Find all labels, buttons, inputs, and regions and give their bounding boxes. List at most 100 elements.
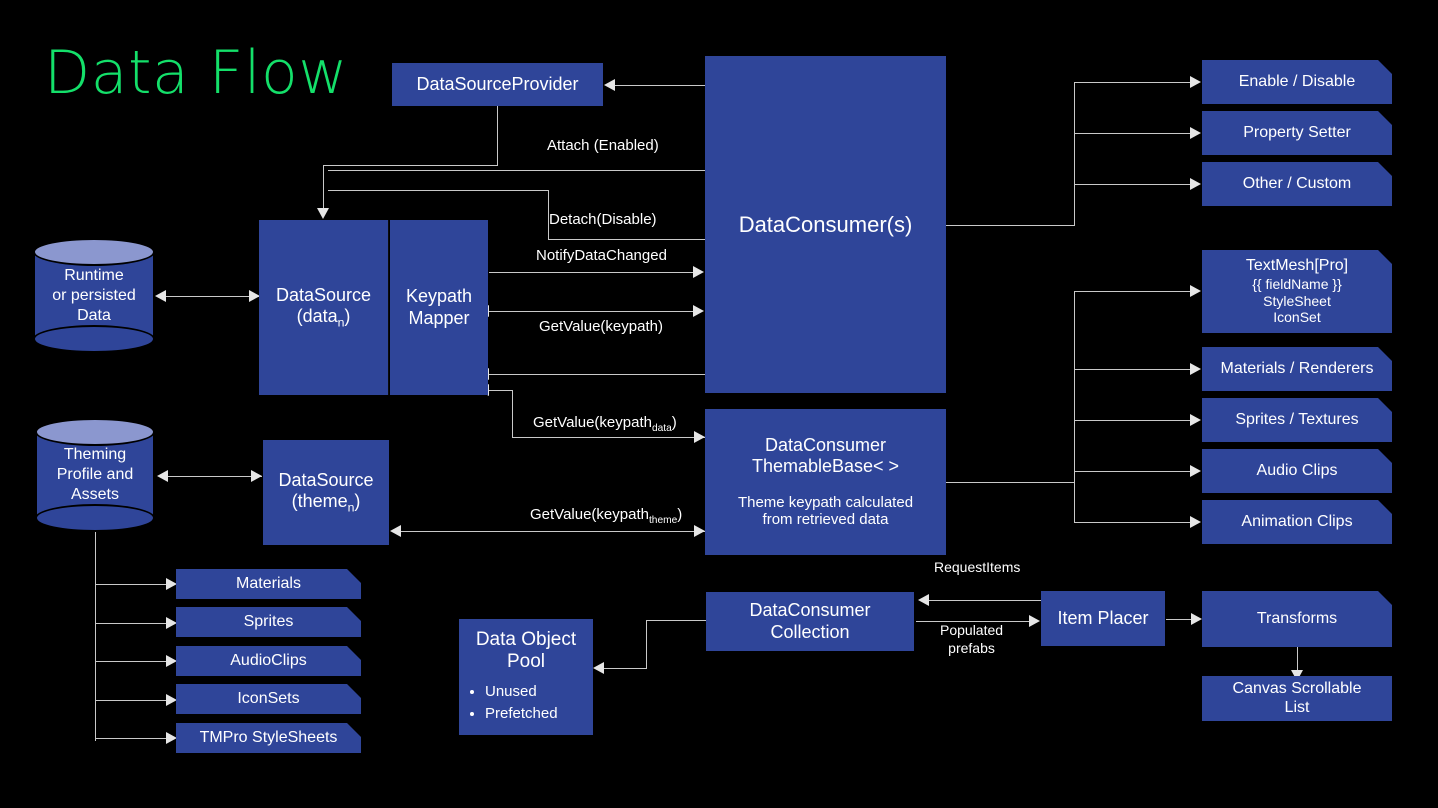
keypath-mapper-line1: Keypath [405,286,473,307]
edge-detach-seg1 [548,239,705,240]
node-enable-disable[interactable]: Enable / Disable [1202,60,1392,104]
edge-getvalue-data-seg1 [512,437,706,438]
node-asset-materials[interactable]: Materials [176,569,361,599]
cylinder-theming-label: Theming Profile and Assets [35,418,155,532]
transforms-label: Transforms [1256,609,1338,627]
cylinder-theming-assets[interactable]: Theming Profile and Assets [35,418,155,532]
audio-clips-label: Audio Clips [1256,461,1338,479]
node-property-setter[interactable]: Property Setter [1202,111,1392,155]
textmesh-line4: IconSet [1273,309,1321,326]
data-object-pool-list: Unused Prefetched [459,681,593,725]
edge-consumer-to-provider [615,85,705,86]
arrowhead-consumer-0 [1190,76,1201,88]
node-themable-base[interactable]: DataConsumer ThemableBase< > Theme keypa… [705,409,946,555]
arrowhead-themable-4 [1190,516,1201,528]
edge-label-notify: NotifyDataChanged [536,247,667,264]
asset-materials-label: Materials [236,574,301,592]
node-data-object-pool[interactable]: Data Object Pool Unused Prefetched [459,619,593,735]
populated-line2: prefabs [948,640,995,657]
edge-attach-seg3 [323,165,324,213]
edge-getvalue-data-seg3 [489,390,513,391]
node-audio-clips[interactable]: Audio Clips [1202,449,1392,493]
node-consumer-collection[interactable]: DataConsumer Collection [706,592,914,651]
arrowhead-request-items [918,594,929,606]
cylinder-top [35,418,155,446]
arrowhead-assets-0 [166,578,177,590]
edge-label-populated-prefabs: Populated prefabs [940,621,1003,657]
arrowhead-transforms [1191,613,1202,625]
data-object-pool-title: Data Object Pool [459,629,593,673]
textmesh-line3: StyleSheet [1263,292,1331,309]
node-data-consumers[interactable]: DataConsumer(s) [705,56,946,393]
node-asset-audioclips[interactable]: AudioClips [176,646,361,676]
edge-assets-branch-3 [95,700,167,701]
consumer-collection-line1: DataConsumer [749,600,871,621]
list-item: Prefetched [485,703,593,725]
edge-assets-branch-1 [95,623,167,624]
themable-base-line1: DataConsumer [764,435,887,456]
pool-title-line2: Pool [506,651,546,673]
arrowhead-getvalue-right [693,305,704,317]
arrowhead-assets-1 [166,617,177,629]
node-datasource-theme[interactable]: DataSource (themen) [263,440,389,545]
edge-label-getvalue-theme: GetValue(keypaththeme) [530,506,683,526]
theming-line2: Profile and [56,466,134,483]
arrowhead-runtime-right [249,290,260,302]
node-textmesh-pro[interactable]: TextMesh[Pro] {{ fieldName }} StyleSheet… [1202,250,1392,333]
edge-consumer-trunk [1074,82,1075,226]
edge-label-getvalue-keypath: GetValue(keypath) [539,318,663,335]
node-materials-renderers[interactable]: Materials / Renderers [1202,347,1392,391]
animation-clips-label: Animation Clips [1241,512,1353,530]
node-other-custom[interactable]: Other / Custom [1202,162,1392,206]
node-datasource-provider[interactable]: DataSourceProvider [392,63,603,106]
node-asset-iconsets[interactable]: IconSets [176,684,361,714]
item-placer-label: Item Placer [1057,607,1149,628]
arrowhead-consumer-1 [1190,127,1201,139]
node-sprites-textures[interactable]: Sprites / Textures [1202,398,1392,442]
asset-tmpro-label: TMPro StyleSheets [199,728,338,746]
cylinder-top [33,238,155,266]
theming-line1: Theming [63,446,127,463]
edge-populated-prefabs [916,621,1030,622]
node-asset-sprites[interactable]: Sprites [176,607,361,637]
runtime-line1: Runtime [64,266,124,284]
edge-themable-out [945,482,1075,483]
canvas-list-line1: Canvas Scrollable [1232,679,1362,697]
arrowhead-getvalue-theme-left [390,525,401,537]
edge-consumer-branch-2 [1074,184,1191,185]
populated-line1: Populated [940,622,1004,638]
datasource-theme-line2: (themen) [291,491,361,515]
node-item-placer[interactable]: Item Placer [1041,591,1165,646]
datasource-data-line2: (datan) [296,306,351,330]
arrowhead-assets-3 [166,694,177,706]
edge-label-getvalue-data: GetValue(keypathdata) [533,414,677,434]
node-animation-clips[interactable]: Animation Clips [1202,500,1392,544]
runtime-line2: or persisted [52,286,136,304]
arrowhead-themable-2 [1190,414,1201,426]
pool-title-line1: Data Object [475,629,577,651]
edge-label-request-items: RequestItems [934,559,1021,575]
edge-getvalue-data-seg2 [512,390,513,438]
edge-request-items [928,600,1041,601]
node-canvas-scrollable-list[interactable]: Canvas Scrollable List [1202,676,1392,721]
edge-getvalue-keypath [489,311,694,312]
arrowhead-assets-4 [166,732,177,744]
edge-themable-branch-0 [1074,291,1191,292]
node-asset-tmpro-stylesheets[interactable]: TMPro StyleSheets [176,723,361,753]
node-keypath-mapper[interactable]: Keypath Mapper [390,220,488,395]
edge-collection-to-pool-seg3 [604,668,647,669]
theming-line3: Assets [70,486,119,503]
property-setter-label: Property Setter [1243,123,1351,141]
node-transforms[interactable]: Transforms [1202,591,1392,647]
arrowhead-themable-0 [1190,285,1201,297]
node-datasource-data[interactable]: DataSource (datan) [259,220,389,395]
edge-runtime-to-datasource [160,296,260,297]
textmesh-line1: TextMesh[Pro] [1245,257,1349,275]
edge-attach-from-consumer [328,170,705,171]
edge-assets-trunk [95,528,96,741]
arrowhead-pool [593,662,604,674]
arrowhead-notify [693,266,704,278]
arrowhead-themable-3 [1190,465,1201,477]
cylinder-runtime-data[interactable]: Runtime or persisted Data [33,238,155,353]
asset-audioclips-label: AudioClips [230,651,307,669]
